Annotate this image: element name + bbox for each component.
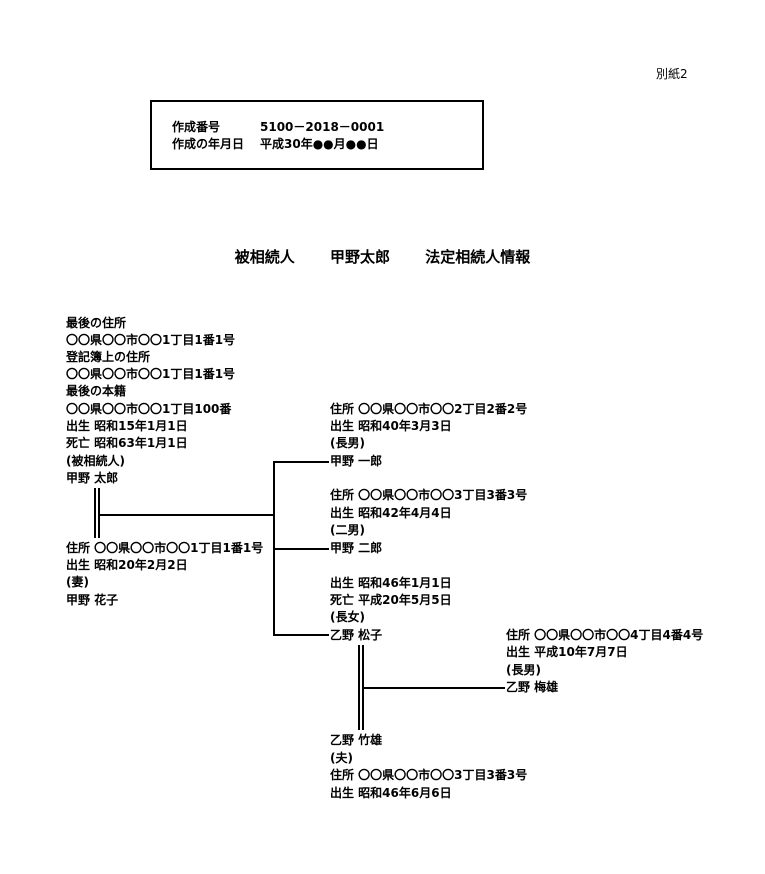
husband-birth: 出生 昭和46年6月6日 <box>330 786 452 800</box>
grandson-birth: 出生 平成10年7月7日 <box>506 645 628 659</box>
son2-name: 甲野 二郎 <box>330 541 383 555</box>
daughter-death: 死亡 平成20年5月5日 <box>330 593 452 607</box>
son1-name: 甲野 一郎 <box>330 454 383 468</box>
creation-date-value: 平成30年●●月●●日 <box>260 137 379 151</box>
decedent-domicile-label: 最後の本籍 <box>66 384 127 398</box>
son2-address: 住所 〇〇県〇〇市〇〇3丁目3番3号 <box>330 488 528 502</box>
decedent-name: 甲野 太郎 <box>66 471 119 485</box>
grandson-address: 住所 〇〇県〇〇市〇〇4丁目4番4号 <box>506 628 704 642</box>
decedent-last-address: 〇〇県〇〇市〇〇1丁目1番1号 <box>66 333 236 347</box>
wife-name: 甲野 花子 <box>66 593 119 607</box>
attachment-label: 別紙2 <box>656 67 688 81</box>
marriage-line-decedent-left <box>94 488 96 538</box>
son1-address: 住所 〇〇県〇〇市〇〇2丁目2番2号 <box>330 402 528 416</box>
wife-address: 住所 〇〇県〇〇市〇〇1丁目1番1号 <box>66 541 264 555</box>
decedent-domicile: 〇〇県〇〇市〇〇1丁目100番 <box>66 402 232 416</box>
creation-number-value: 5100－2018－0001 <box>260 120 385 134</box>
couple-to-children-line <box>100 514 274 516</box>
title-heirs-info: 法定相続人情報 <box>425 248 531 266</box>
decedent-death: 死亡 昭和63年1月1日 <box>66 436 188 450</box>
title-decedent-name: 甲野太郎 <box>329 248 390 266</box>
husband-name: 乙野 竹雄 <box>330 733 383 747</box>
page-title: 被相続人 甲野太郎 法定相続人情報 <box>0 246 765 267</box>
daughter-relation: (長女) <box>330 610 365 624</box>
branch-grandson-line <box>364 687 505 689</box>
marriage-line-decedent-right <box>98 488 100 538</box>
grandson-relation: (長男) <box>506 663 541 677</box>
daughter-birth: 出生 昭和46年1月1日 <box>330 576 452 590</box>
son1-relation: (長男) <box>330 436 365 450</box>
wife-relation: (妻) <box>66 575 89 589</box>
grandson-name: 乙野 梅雄 <box>506 680 559 694</box>
branch-son1-line <box>273 461 329 463</box>
creation-number-label: 作成番号 <box>172 120 221 134</box>
creation-date-label: 作成の年月日 <box>172 137 245 151</box>
decedent-last-address-label: 最後の住所 <box>66 316 127 330</box>
title-decedent-label: 被相続人 <box>234 248 295 266</box>
daughter-name: 乙野 松子 <box>330 628 383 642</box>
decedent-birth: 出生 昭和15年1月1日 <box>66 419 188 433</box>
decedent-registry-address: 〇〇県〇〇市〇〇1丁目1番1号 <box>66 367 236 381</box>
decedent-registry-address-label: 登記簿上の住所 <box>66 350 151 364</box>
son1-birth: 出生 昭和40年3月3日 <box>330 419 452 433</box>
document-id-box: 作成番号 5100－2018－0001 作成の年月日 平成30年●●月●●日 <box>150 100 484 170</box>
marriage-line-daughter-right <box>362 645 364 730</box>
marriage-line-daughter-left <box>358 645 360 730</box>
husband-relation: (夫) <box>330 751 353 765</box>
son2-birth: 出生 昭和42年4月4日 <box>330 506 452 520</box>
wife-birth: 出生 昭和20年2月2日 <box>66 558 188 572</box>
husband-address: 住所 〇〇県〇〇市〇〇3丁目3番3号 <box>330 768 528 782</box>
branch-daughter-line <box>273 634 329 636</box>
son2-relation: (二男) <box>330 523 365 537</box>
branch-son2-line <box>273 548 329 550</box>
decedent-relation: (被相続人) <box>66 454 125 468</box>
